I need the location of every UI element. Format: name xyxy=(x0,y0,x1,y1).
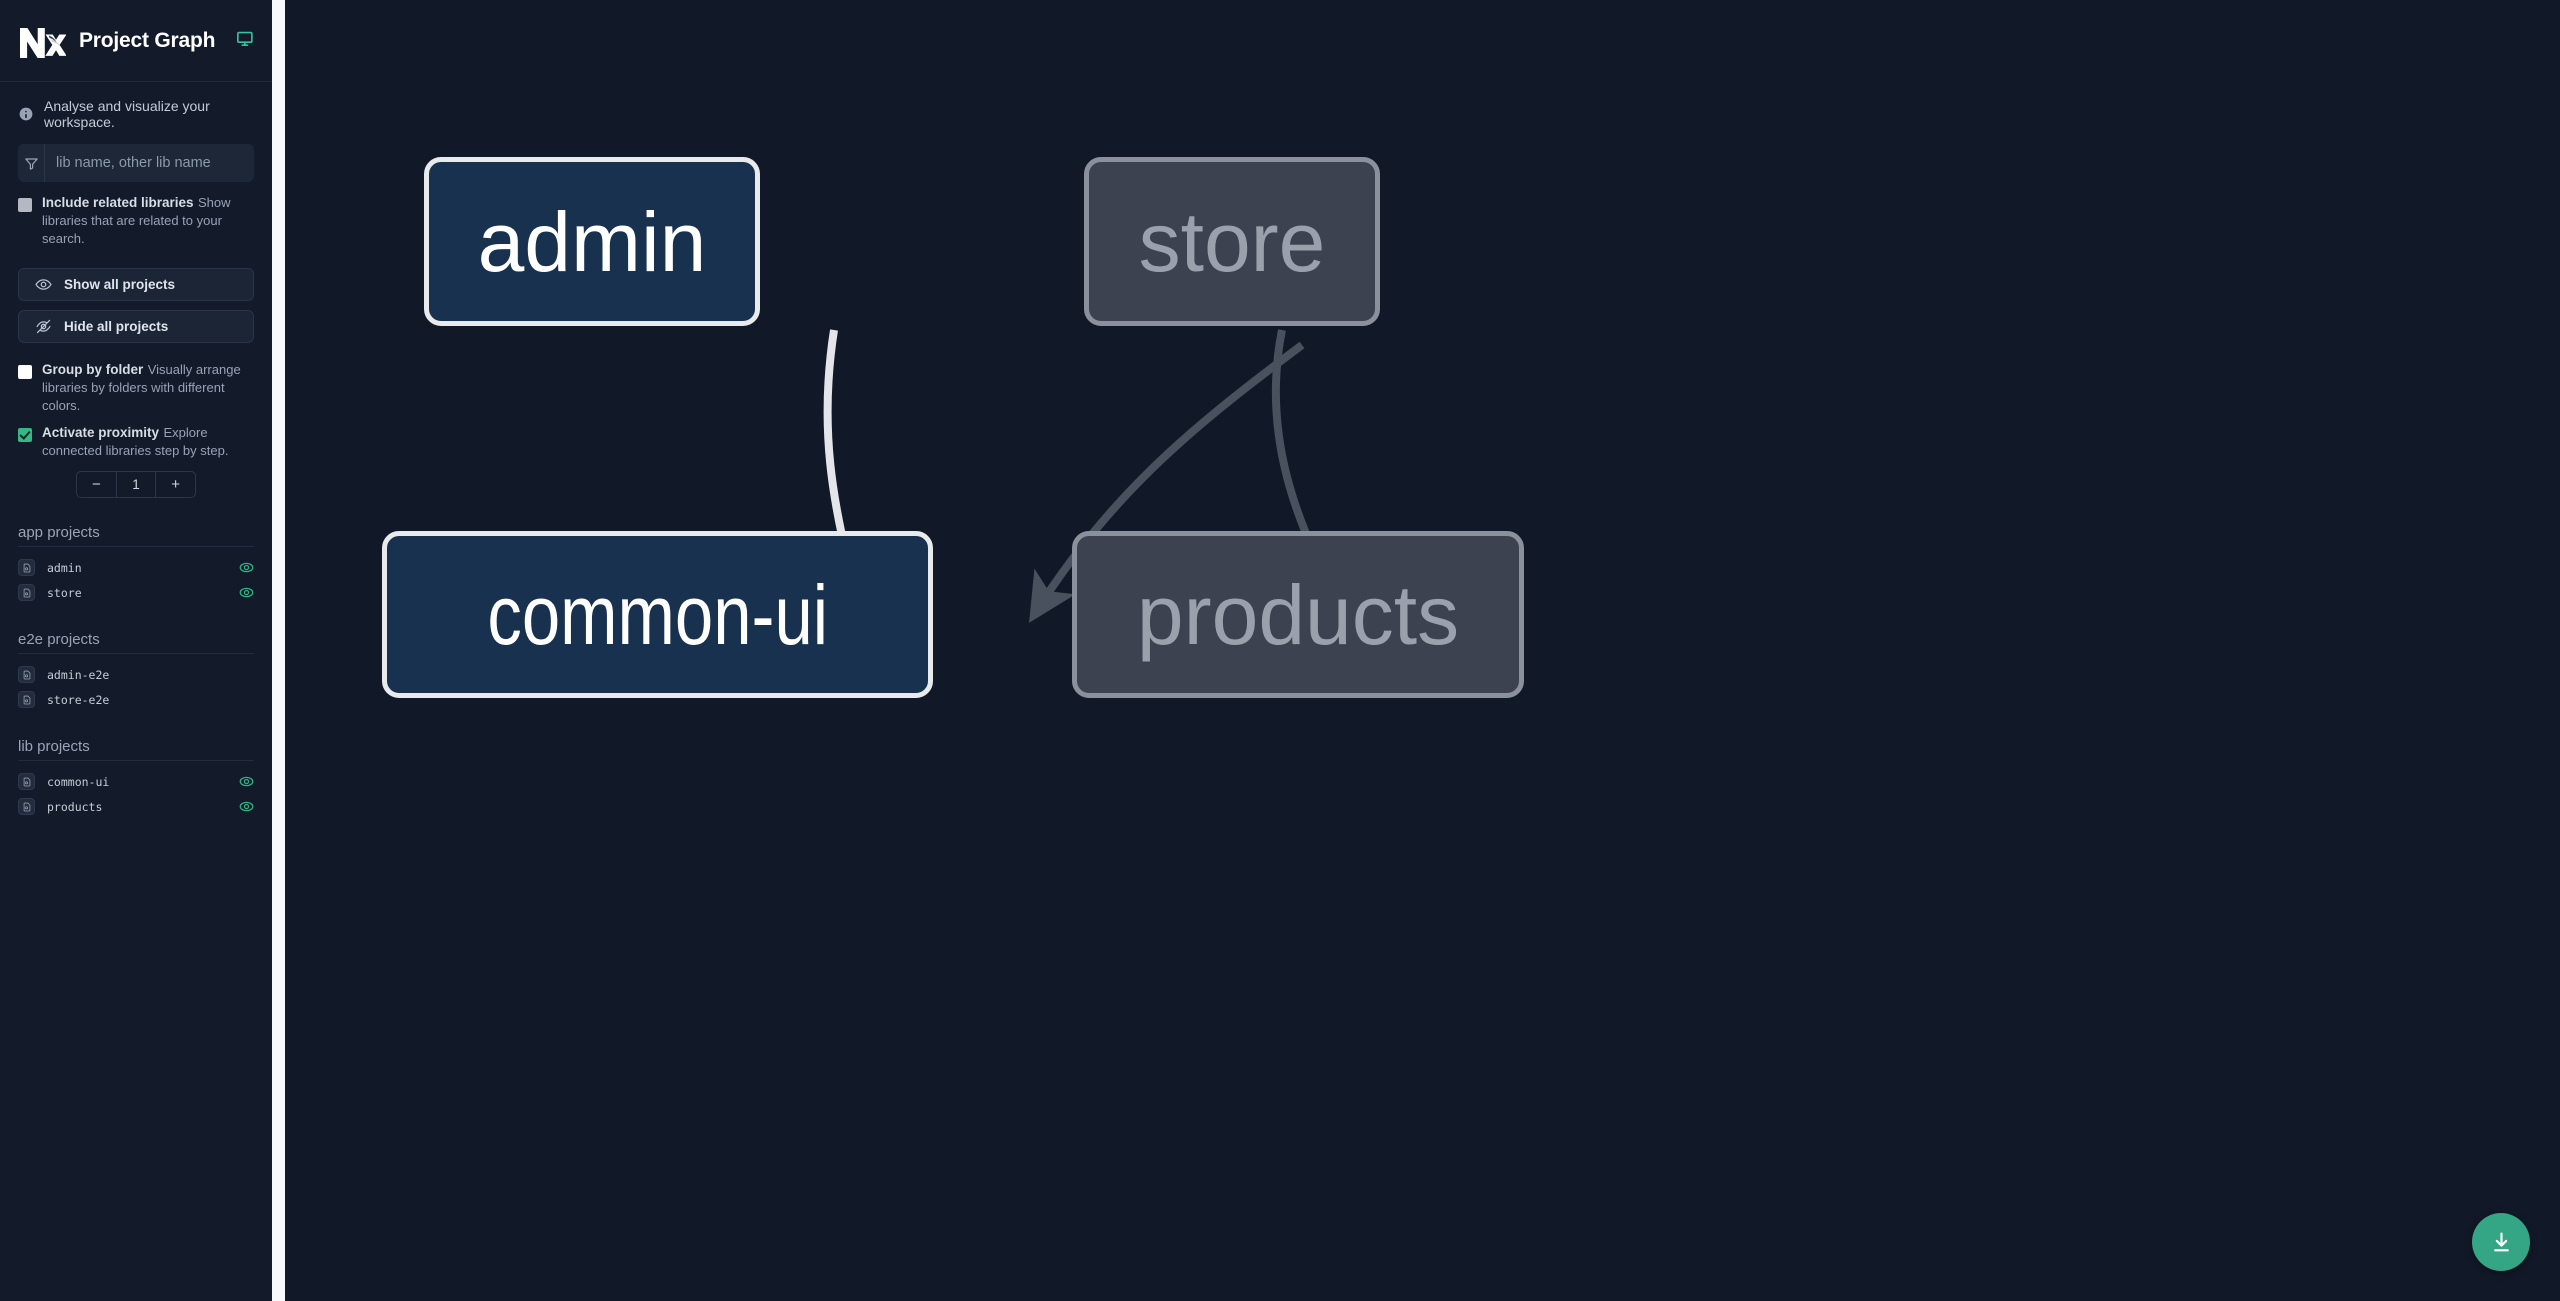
hide-all-projects-label: Hide all projects xyxy=(64,319,169,334)
project-file-icon xyxy=(18,666,35,683)
project-list-item-admin[interactable]: admin xyxy=(18,555,254,580)
tagline: Analyse and visualize your workspace. xyxy=(0,82,272,144)
graph-node-label: store xyxy=(1138,194,1326,289)
project-visibility-eye-icon[interactable] xyxy=(239,585,254,600)
proximity-decrement-button[interactable]: − xyxy=(91,476,101,493)
project-group-e2e-projects: e2e projects admin-e2e store-e2e xyxy=(0,631,272,712)
project-name: admin xyxy=(47,560,82,575)
sidebar: Project Graph Analyse and visualize your… xyxy=(0,0,272,1301)
download-icon xyxy=(2489,1230,2514,1255)
graph-node-products[interactable]: products xyxy=(1072,531,1524,698)
activate-proximity-label: Activate proximity xyxy=(42,425,160,440)
project-name: common-ui xyxy=(47,774,110,789)
include-related-label: Include related libraries xyxy=(42,195,194,210)
activate-proximity-checkbox[interactable] xyxy=(18,428,32,442)
sidebar-controls: Include related libraries Show libraries… xyxy=(0,144,272,498)
show-all-projects-button[interactable]: Show all projects xyxy=(18,268,254,301)
edge-store-to-common-ui xyxy=(1029,341,1305,623)
graph-canvas[interactable]: admin store common-ui products xyxy=(272,0,2560,1301)
search-input[interactable] xyxy=(45,144,254,182)
project-group-lib-projects: lib projects common-ui products xyxy=(0,738,272,819)
include-related-description: Show libraries that are related to your … xyxy=(42,195,231,246)
project-file-icon xyxy=(18,773,35,790)
project-list-item-common-ui[interactable]: common-ui xyxy=(18,769,254,794)
show-all-projects-label: Show all projects xyxy=(64,277,176,292)
project-file-icon xyxy=(18,798,35,815)
project-file-icon xyxy=(18,691,35,708)
project-list-item-admin-e2e[interactable]: admin-e2e xyxy=(18,662,254,687)
project-list-item-store-e2e[interactable]: store-e2e xyxy=(18,687,254,712)
option-activate-proximity[interactable]: Activate proximity Explore connected lib… xyxy=(18,424,254,460)
group-by-folder-label: Group by folder xyxy=(42,362,144,377)
project-list-item-store[interactable]: store xyxy=(18,580,254,605)
eye-icon xyxy=(35,276,52,293)
proximity-value: 1 xyxy=(132,477,140,492)
graph-node-label: common-ui xyxy=(487,567,828,662)
stepper-divider xyxy=(115,472,117,497)
project-visibility-eye-icon[interactable] xyxy=(239,560,254,575)
project-file-icon xyxy=(18,559,35,576)
project-name: admin-e2e xyxy=(47,667,110,682)
project-name: products xyxy=(47,799,103,814)
proximity-increment-button[interactable]: + xyxy=(171,476,181,493)
include-related-checkbox[interactable] xyxy=(18,198,32,212)
activate-proximity-description: Explore connected libraries step by step… xyxy=(42,425,229,458)
project-group-app-projects: app projects admin store xyxy=(0,524,272,605)
filter-funnel-icon xyxy=(18,144,45,182)
page-title: Project Graph xyxy=(79,28,216,52)
info-icon xyxy=(18,106,34,122)
project-visibility-eye-icon[interactable] xyxy=(239,774,254,789)
project-name: store xyxy=(47,585,82,600)
project-visibility-eye-icon[interactable] xyxy=(239,799,254,814)
sidebar-header: Project Graph xyxy=(0,0,272,82)
download-graph-button[interactable] xyxy=(2472,1213,2530,1271)
sidebar-resize-handle[interactable] xyxy=(272,0,285,1301)
project-group-title: app projects xyxy=(18,524,254,547)
option-group-by-folder[interactable]: Group by folder Visually arrange librari… xyxy=(18,361,254,415)
project-list-item-products[interactable]: products xyxy=(18,794,254,819)
graph-node-label: products xyxy=(1136,567,1460,662)
nx-logo-icon xyxy=(18,22,67,60)
group-by-folder-checkbox[interactable] xyxy=(18,365,32,379)
group-by-folder-description: Visually arrange libraries by folders wi… xyxy=(42,362,241,413)
monitor-icon[interactable] xyxy=(236,30,254,52)
project-group-title: e2e projects xyxy=(18,631,254,654)
project-file-icon xyxy=(18,584,35,601)
hide-all-projects-button[interactable]: Hide all projects xyxy=(18,310,254,343)
graph-node-store[interactable]: store xyxy=(1084,157,1380,326)
project-name: store-e2e xyxy=(47,692,110,707)
graph-node-admin[interactable]: admin xyxy=(424,157,760,326)
graph-node-common-ui[interactable]: common-ui xyxy=(382,531,933,698)
search-filter-row xyxy=(18,144,254,182)
option-include-related-libraries[interactable]: Include related libraries Show libraries… xyxy=(18,194,254,248)
tagline-text: Analyse and visualize your workspace. xyxy=(44,98,210,130)
eye-off-icon xyxy=(35,318,52,335)
graph-node-label: admin xyxy=(477,194,707,289)
project-group-title: lib projects xyxy=(18,738,254,761)
proximity-stepper: − 1 + xyxy=(76,471,196,498)
project-group-list: app projects admin store e2e projects admin-… xyxy=(0,498,272,819)
stepper-divider xyxy=(155,472,157,497)
